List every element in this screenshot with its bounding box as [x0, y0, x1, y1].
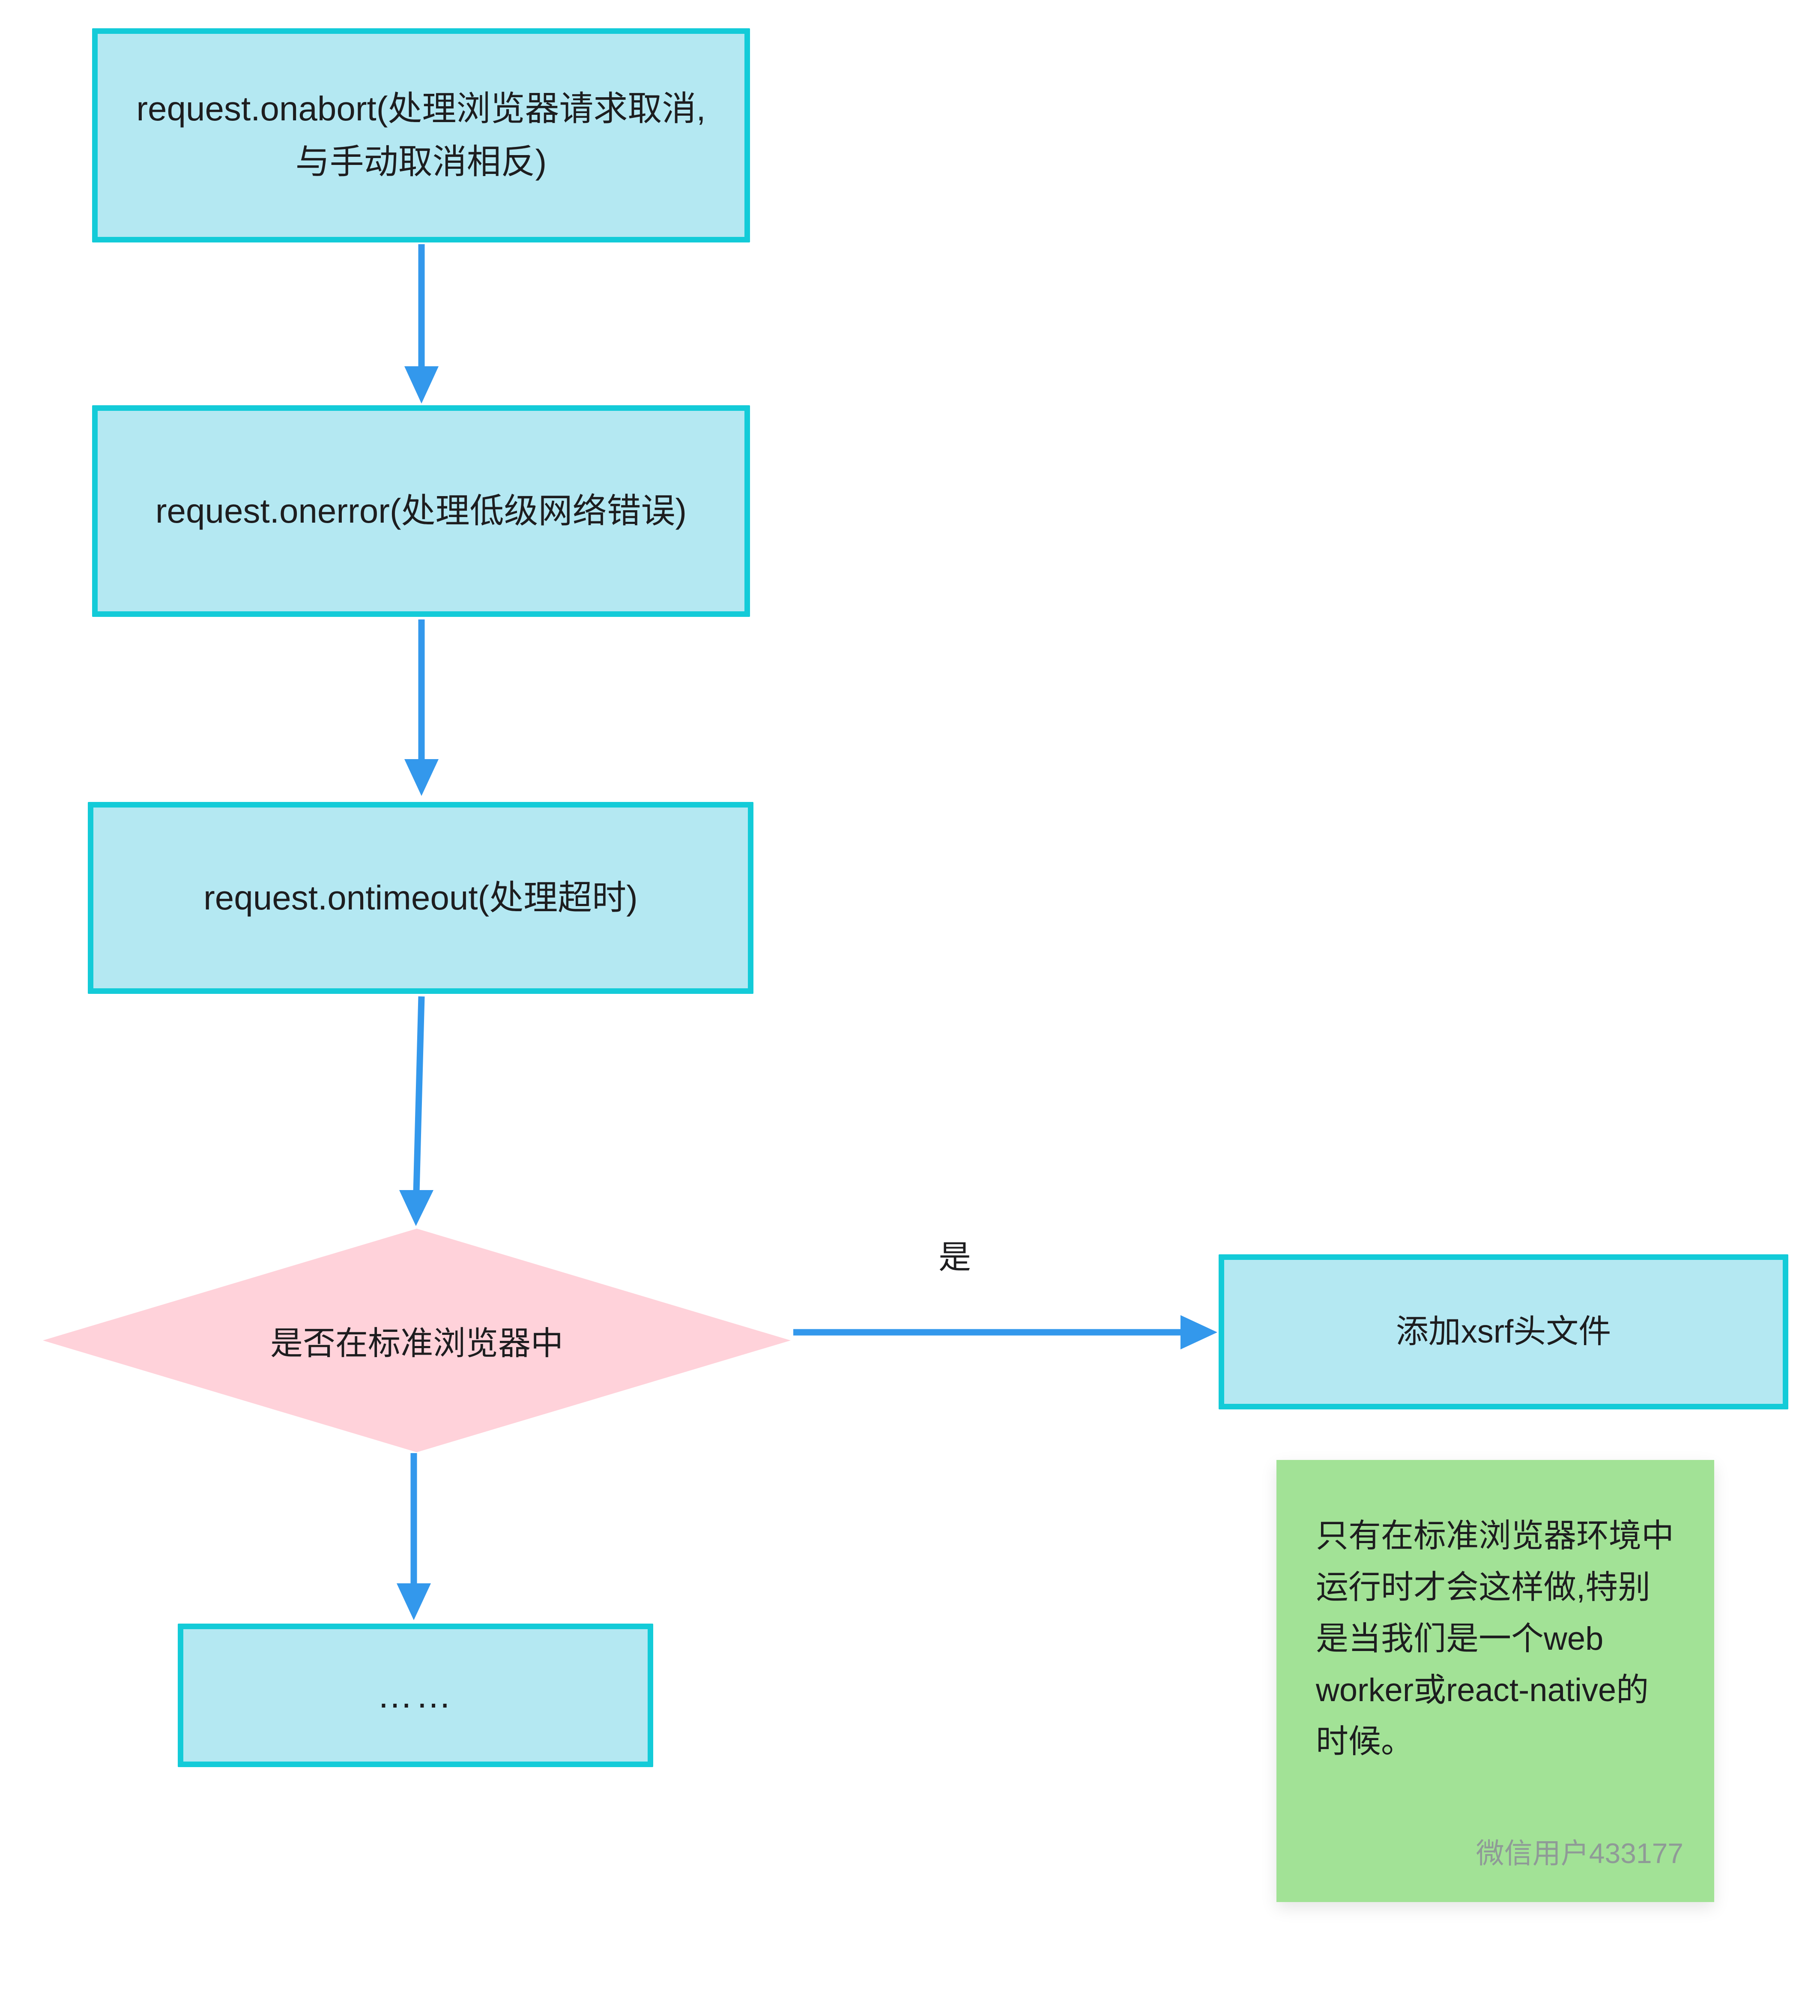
- flow-node-ellipsis: ……: [178, 1624, 653, 1767]
- arrow-decision-to-xsrf: [793, 1315, 1217, 1349]
- flow-node-onerror: request.onerror(处理低级网络错误): [92, 405, 750, 617]
- flow-node-ontimeout: request.ontimeout(处理超时): [88, 802, 753, 994]
- flow-node-xsrf-label: 添加xsrf头文件: [1396, 1313, 1611, 1350]
- arrow-onerror-to-ontimeout: [404, 619, 439, 796]
- flow-node-onabort: request.onabort(处理浏览器请求取消,与手动取消相反): [92, 28, 750, 242]
- annotation-note-text: 只有在标准浏览器环境中运行时才会这样做,特别是当我们是一个web worker或…: [1316, 1518, 1674, 1760]
- annotation-note: 只有在标准浏览器环境中运行时才会这样做,特别是当我们是一个web worker或…: [1276, 1460, 1714, 1902]
- flow-node-onerror-label: request.onerror(处理低级网络错误): [155, 492, 687, 530]
- watermark-text: 微信用户433177: [1476, 1837, 1683, 1869]
- flow-node-ontimeout-label: request.ontimeout(处理超时): [203, 879, 638, 917]
- flow-node-add-xsrf-header: 添加xsrf头文件: [1219, 1254, 1788, 1409]
- arrow-decision-to-ellipsis: [397, 1453, 431, 1620]
- arrow-onabort-to-onerror: [404, 244, 439, 404]
- flow-node-decision-label: 是否在标准浏览器中: [270, 1325, 563, 1362]
- edge-label-yes: 是: [938, 1239, 971, 1276]
- arrow-ontimeout-to-decision: [399, 996, 433, 1226]
- flow-node-onabort-label: request.onabort(处理浏览器请求取消,与手动取消相反): [136, 90, 706, 181]
- flow-node-ellipsis-label: ……: [377, 1675, 454, 1716]
